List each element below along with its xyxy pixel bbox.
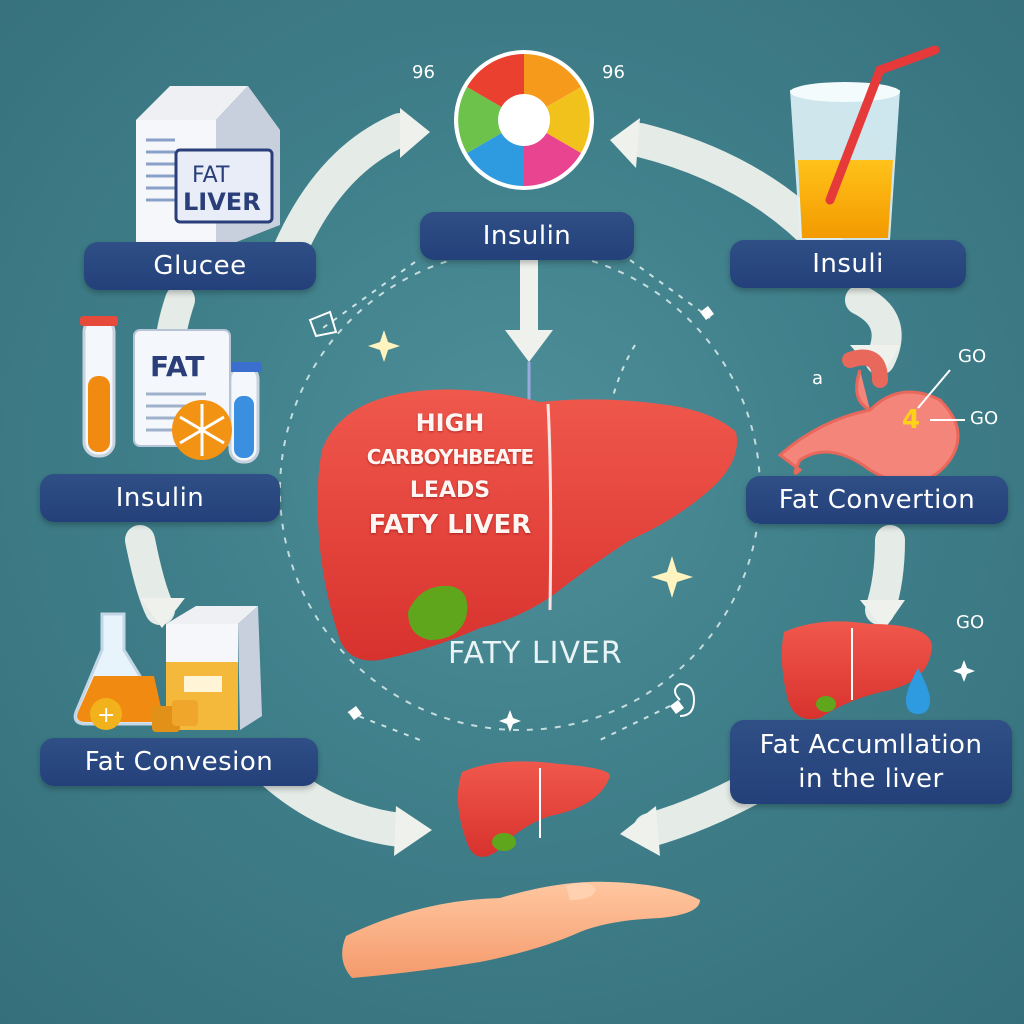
faty-liver-label: FATY LIVER xyxy=(448,636,623,671)
milk-carton-icon: FAT LIVER xyxy=(136,86,280,250)
mark-top-right: 96 xyxy=(602,62,625,83)
label-glucee: Glucee xyxy=(84,242,316,290)
mark-right-a: GO xyxy=(958,346,987,367)
dashed-connectors xyxy=(319,259,711,741)
label-fat-accumulation: Fat Accumllation in the liver xyxy=(730,720,1012,804)
flask-and-carton-icon: + xyxy=(73,606,262,732)
label-fat-accumulation-line1: Fat Accumllation xyxy=(759,730,983,760)
label-fat-accumulation-line2: in the liver xyxy=(798,764,944,794)
hand-icon xyxy=(342,881,700,978)
mark-right-c: GO xyxy=(956,612,985,633)
color-wheel-icon xyxy=(454,50,594,190)
carton-text-liver: LIVER xyxy=(183,188,261,216)
stomach-number: 4 xyxy=(902,405,920,435)
fat-sheet-icon: FAT xyxy=(133,329,232,460)
label-fat-convesion: Fat Convesion xyxy=(40,738,318,786)
fat-sheet-text: FAT xyxy=(150,350,205,383)
stomach-icon: 4 xyxy=(777,349,965,485)
liver-caption-line4: FATY LIVER xyxy=(368,510,532,540)
small-liver-bottom-icon xyxy=(457,761,610,857)
label-insulin-left: Insulin xyxy=(40,474,280,522)
mark-right-b: GO xyxy=(970,408,999,429)
label-insuli: Insuli xyxy=(730,240,966,288)
small-liver-right-icon xyxy=(781,621,932,720)
arrow-heads xyxy=(140,108,905,856)
mark-right-small: a xyxy=(812,368,824,389)
liver-caption: HIGH CARBOYHBEATE LEADS FATY LIVER xyxy=(330,406,570,542)
sparkles xyxy=(368,330,975,732)
carton-text-fat: FAT xyxy=(192,163,230,188)
label-fat-convertion: Fat Convertion xyxy=(746,476,1008,524)
diamond-markers xyxy=(348,306,714,720)
plus-icon: + xyxy=(97,703,115,728)
central-liver-icon xyxy=(317,389,737,661)
liver-caption-line1: HIGH xyxy=(415,409,485,437)
test-tubes-icon xyxy=(80,316,262,464)
small-connector-icons xyxy=(308,310,696,717)
juice-glass-icon xyxy=(790,45,940,240)
mark-top-left: 96 xyxy=(412,62,435,83)
liver-caption-line3: LEADS xyxy=(409,478,491,503)
label-insulin-top: Insulin xyxy=(420,212,634,260)
liver-caption-line2: CARBOYHBEATE xyxy=(366,445,534,469)
